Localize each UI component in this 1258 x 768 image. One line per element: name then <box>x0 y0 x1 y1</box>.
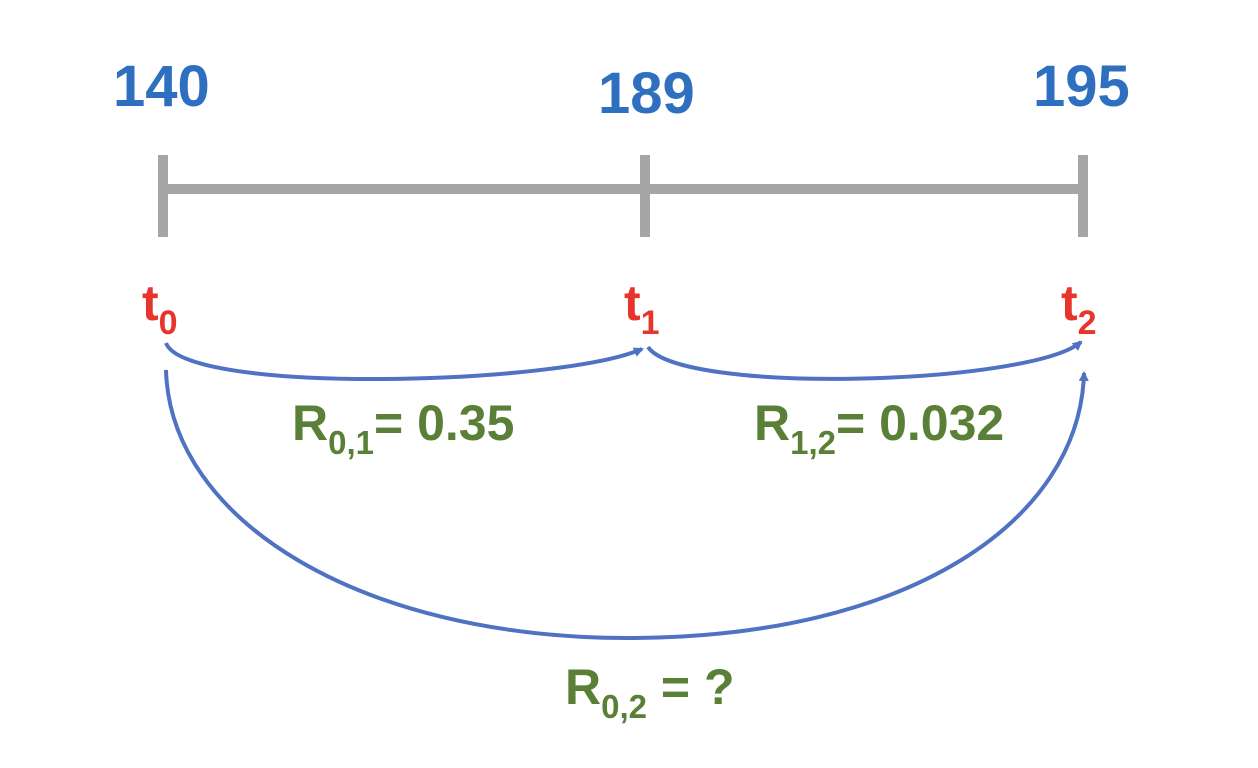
time-label-t0-base: t <box>142 275 159 331</box>
return-label-0-2-sub: 0,2 <box>601 688 647 725</box>
value-t0: 140 <box>113 54 210 119</box>
return-label-1-2-sub: 1,2 <box>790 424 836 461</box>
arrow-t0-to-t2 <box>164 369 1089 641</box>
arrow-t1-to-t2 <box>646 340 1083 381</box>
return-label-0-2-base: R <box>565 659 602 715</box>
value-t1: 189 <box>598 61 695 126</box>
time-label-t1: t1 <box>624 275 660 340</box>
return-label-1-2-value: = 0.032 <box>835 395 1005 451</box>
return-label-0-1-sub: 0,1 <box>328 424 374 461</box>
return-label-0-2-value: = ? <box>646 659 735 715</box>
time-label-t0-sub: 0 <box>158 304 178 342</box>
return-label-1-2-base: R <box>754 395 791 451</box>
return-label-0-1-base: R <box>292 395 329 451</box>
return-label-0-1-value: = 0.35 <box>373 395 515 451</box>
arrow-t0-to-t1 <box>164 342 644 382</box>
time-label-t0: t0 <box>142 275 178 340</box>
value-t2: 195 <box>1033 54 1130 119</box>
return-label-1-2: R1,2= 0.032 <box>754 395 1005 459</box>
return-label-0-2: R0,2 = ? <box>565 659 735 723</box>
time-label-t1-sub: 1 <box>640 304 660 342</box>
time-label-t2: t2 <box>1061 275 1097 340</box>
time-label-t2-sub: 2 <box>1077 304 1097 342</box>
time-label-t1-base: t <box>624 275 641 331</box>
time-label-t2-base: t <box>1061 275 1078 331</box>
return-label-0-1: R0,1= 0.35 <box>292 395 515 459</box>
